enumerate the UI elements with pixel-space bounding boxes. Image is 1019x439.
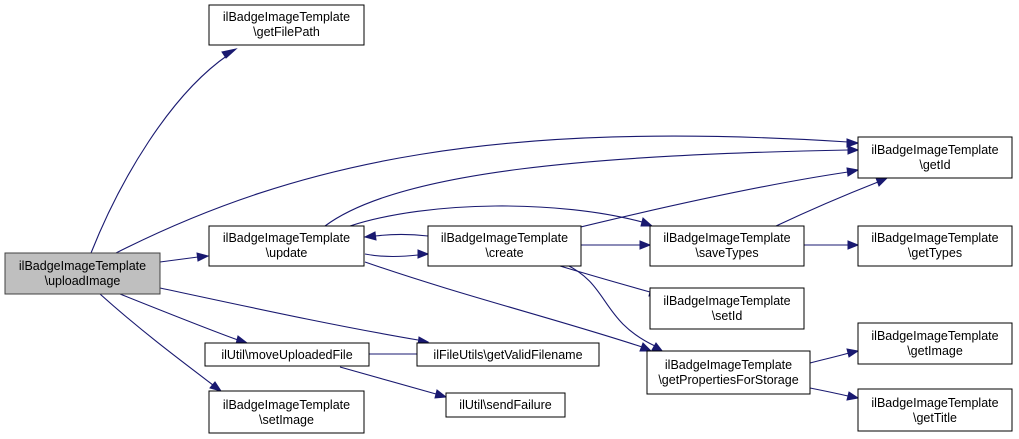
edge-uploadImage-moveUploadedFile — [119, 293, 249, 345]
node-set-id-method: \setId — [712, 309, 743, 323]
node-get-types-method: \getTypes — [908, 246, 962, 260]
edge-update-getPropertiesForStorage — [364, 261, 653, 352]
node-get-types-class: ilBadgeImageTemplate — [871, 231, 998, 245]
edge-create-getId — [559, 167, 860, 233]
edge-create-update — [363, 231, 429, 241]
edge-create-setId — [559, 265, 662, 297]
node-send-failure-label: ilUtil\sendFailure — [459, 398, 551, 412]
node-set-id[interactable]: ilBadgeImageTemplate \setId — [649, 287, 805, 330]
edge-uploadImage-setImage — [99, 293, 223, 392]
node-get-types[interactable]: ilBadgeImageTemplate \getTypes — [857, 225, 1013, 267]
node-get-image[interactable]: ilBadgeImageTemplate \getImage — [857, 322, 1013, 365]
node-save-types-method: \saveTypes — [695, 246, 758, 260]
node-get-image-method: \getImage — [907, 344, 963, 358]
edge-uploadImage-update — [159, 252, 210, 263]
node-get-properties-for-storage-class: ilBadgeImageTemplate — [665, 358, 792, 372]
edge-create-saveTypes — [581, 240, 652, 250]
node-update[interactable]: ilBadgeImageTemplate \update — [208, 225, 365, 267]
node-get-file-path[interactable]: ilBadgeImageTemplate \getFilePath — [208, 4, 365, 46]
node-get-id-class: ilBadgeImageTemplate — [871, 143, 998, 157]
node-create-method: \create — [485, 246, 523, 260]
node-get-valid-filename[interactable]: ilFileUtils\getValidFilename — [416, 342, 600, 367]
edge-getPropertiesForStorage-getImage — [809, 348, 860, 364]
node-get-id[interactable]: ilBadgeImageTemplate \getId — [857, 136, 1013, 179]
node-get-properties-for-storage[interactable]: ilBadgeImageTemplate \getPropertiesForSt… — [646, 350, 811, 395]
node-update-method: \update — [266, 246, 308, 260]
edge-uploadImage-getId — [115, 135, 860, 254]
node-set-image[interactable]: ilBadgeImageTemplate \setImage — [208, 390, 365, 434]
node-get-title-method: \getTitle — [913, 411, 957, 425]
node-send-failure[interactable]: ilUtil\sendFailure — [445, 392, 566, 418]
node-get-file-path-method: \getFilePath — [253, 25, 320, 39]
edge-saveTypes-getTypes — [804, 240, 860, 250]
node-move-uploaded-file[interactable]: ilUtil\moveUploadedFile — [204, 342, 370, 367]
node-update-class: ilBadgeImageTemplate — [223, 231, 350, 245]
edge-saveTypes-getId — [775, 177, 889, 227]
node-upload-image[interactable]: ilBadgeImageTemplate \uploadImage — [4, 252, 161, 295]
node-get-image-class: ilBadgeImageTemplate — [871, 329, 998, 343]
edge-moveUploadedFile-sendFailure — [339, 366, 448, 399]
node-move-uploaded-file-label: ilUtil\moveUploadedFile — [221, 348, 352, 362]
edge-create-getPropertiesForStorage — [564, 263, 665, 353]
edge-update-create — [364, 249, 430, 259]
edge-uploadImage-getFilePath — [90, 48, 238, 254]
node-get-id-method: \getId — [919, 158, 950, 172]
edge-update-saveTypes — [349, 205, 654, 227]
node-upload-image-method: \uploadImage — [45, 274, 121, 288]
node-create-class: ilBadgeImageTemplate — [441, 231, 568, 245]
node-get-file-path-class: ilBadgeImageTemplate — [223, 10, 350, 24]
node-set-id-class: ilBadgeImageTemplate — [663, 294, 790, 308]
node-get-properties-for-storage-method: \getPropertiesForStorage — [658, 373, 798, 387]
edge-update-getId — [324, 145, 860, 227]
node-get-valid-filename-label: ilFileUtils\getValidFilename — [433, 348, 582, 362]
node-get-title-class: ilBadgeImageTemplate — [871, 396, 998, 410]
node-get-title[interactable]: ilBadgeImageTemplate \getTitle — [857, 388, 1013, 432]
node-set-image-class: ilBadgeImageTemplate — [223, 398, 350, 412]
edge-getPropertiesForStorage-getTitle — [809, 387, 860, 401]
node-save-types[interactable]: ilBadgeImageTemplate \saveTypes — [649, 225, 805, 267]
node-upload-image-class: ilBadgeImageTemplate — [19, 259, 146, 273]
node-save-types-class: ilBadgeImageTemplate — [663, 231, 790, 245]
node-set-image-method: \setImage — [259, 413, 314, 427]
node-create[interactable]: ilBadgeImageTemplate \create — [427, 225, 582, 267]
edge-uploadImage-getValidFilename — [159, 287, 430, 346]
